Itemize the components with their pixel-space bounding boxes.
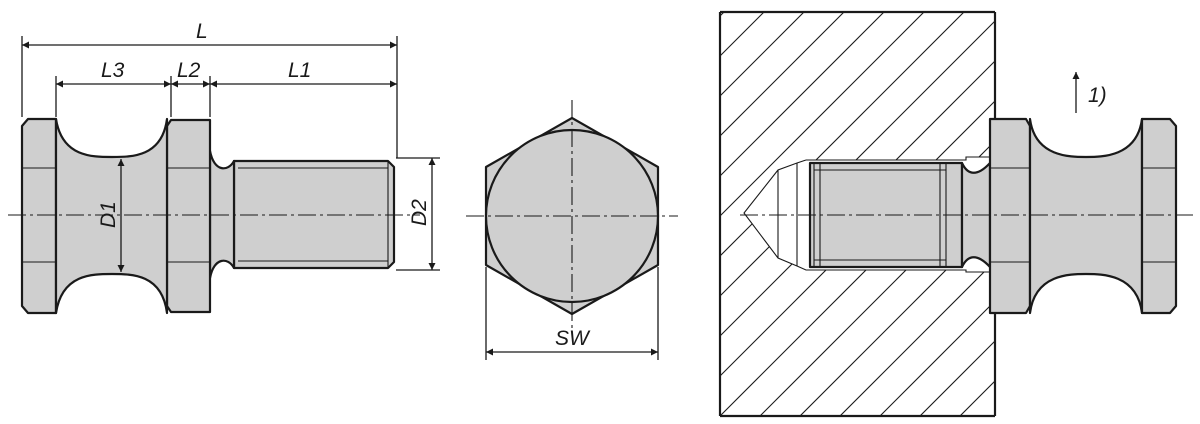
- label-L: L: [196, 20, 208, 43]
- concave-neck: [54, 117, 169, 315]
- head-hex: [20, 117, 58, 315]
- label-L1: L1: [288, 59, 311, 82]
- side-view: L L3 L2 L1 D1 D2: [8, 20, 440, 315]
- end-view: SW: [466, 100, 678, 360]
- installed-collar-hex: [988, 117, 1032, 315]
- label-SW: SW: [555, 327, 591, 350]
- label-D2: D2: [408, 199, 431, 226]
- label-L2: L2: [177, 59, 201, 82]
- installed-view: 1): [718, 10, 1196, 418]
- label-L3: L3: [101, 59, 125, 82]
- label-note: 1): [1088, 84, 1107, 107]
- tapped-hole: [743, 156, 995, 273]
- installed-concave-neck: [1028, 117, 1144, 315]
- label-D1: D1: [97, 201, 120, 228]
- installed-head-hex: [1140, 117, 1178, 315]
- collar-hex: [165, 118, 212, 314]
